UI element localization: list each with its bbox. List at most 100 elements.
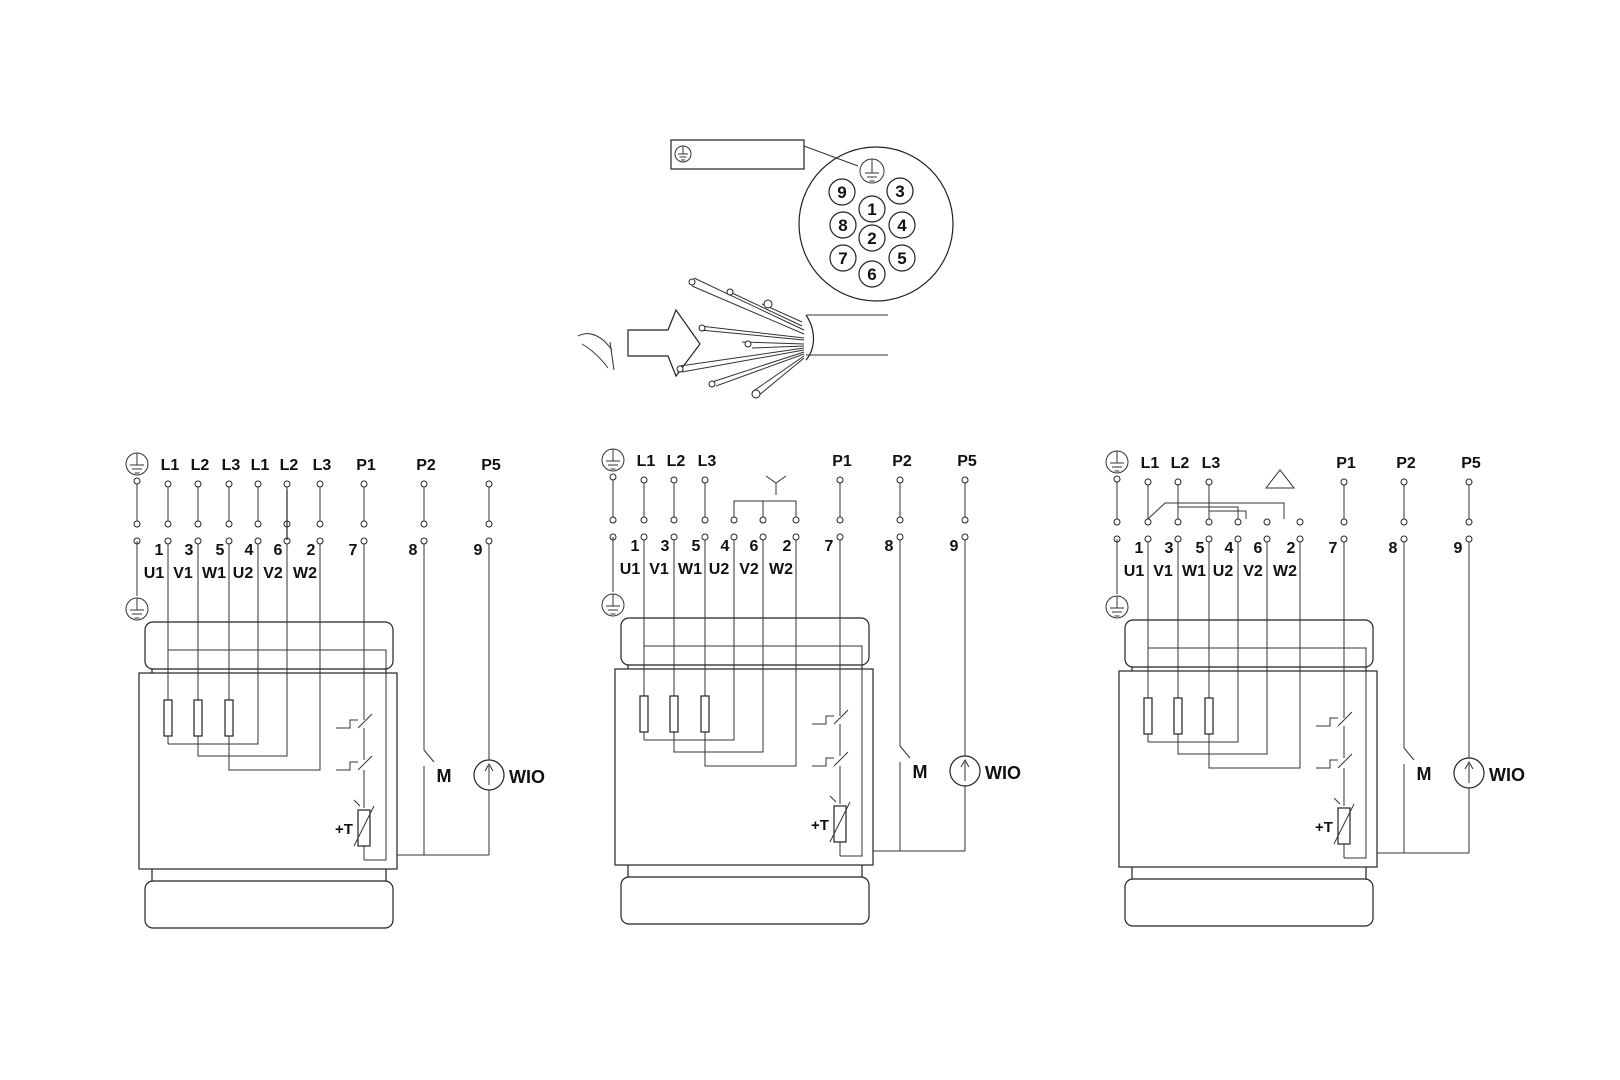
supply-label: L3: [313, 457, 332, 474]
terminal: [1263, 518, 1271, 526]
pin-number: 4: [1225, 540, 1234, 557]
terminal: [701, 476, 709, 484]
terminal: [1296, 535, 1304, 543]
connector-pin-number: 7: [838, 249, 847, 268]
terminal: [194, 537, 202, 545]
terminal: [1205, 535, 1213, 543]
ground-tag-box: [670, 139, 805, 170]
winding-label: W1: [1182, 563, 1206, 580]
connector-pin-number: 9: [837, 183, 846, 202]
terminal: [420, 480, 428, 488]
terminal: [133, 520, 141, 528]
terminal: [1263, 535, 1271, 543]
terminal: [316, 520, 324, 528]
supply-label: L3: [222, 457, 241, 474]
wio-sensor-icon: [473, 759, 505, 791]
connector-pin: 4: [888, 211, 916, 239]
thermal-switch: [812, 709, 849, 804]
winding-label: V1: [1153, 563, 1173, 580]
star-connection-symbol: [765, 475, 787, 495]
connector-pin: 2: [858, 224, 886, 252]
moisture-switch: [1403, 747, 1415, 853]
winding-label: W1: [202, 565, 226, 582]
winding-label: V1: [173, 565, 193, 582]
supply-label: L2: [191, 457, 210, 474]
pin-number: 9: [1454, 540, 1463, 557]
pin-number: 1: [155, 542, 164, 559]
supply-label: P2: [892, 453, 912, 470]
winding-label: U1: [144, 565, 165, 582]
winding-label: U2: [709, 561, 730, 578]
pin-number: 3: [185, 542, 194, 559]
terminal: [836, 516, 844, 524]
terminal: [961, 516, 969, 524]
winding-coil: [224, 699, 234, 737]
pin-number: 9: [474, 542, 483, 559]
terminal: [194, 520, 202, 528]
terminal: [792, 533, 800, 541]
sensor-label: WIO: [1489, 765, 1525, 785]
motor-label: M: [437, 766, 452, 786]
terminal: [1144, 518, 1152, 526]
terminal: [254, 537, 262, 545]
moisture-switch: [423, 749, 435, 855]
connector-pin-number: 4: [897, 216, 907, 235]
terminal: [670, 516, 678, 524]
terminal: [164, 480, 172, 488]
thermal-switch: [1316, 711, 1353, 806]
motor-housing: [614, 617, 874, 925]
pin-number: 7: [825, 538, 834, 555]
terminal: [1234, 535, 1242, 543]
connector-pin: 9: [828, 178, 856, 206]
connector-pin: 6: [858, 260, 886, 288]
winding-label: U1: [620, 561, 641, 578]
supply-label: P5: [1461, 455, 1481, 472]
winding-coil: [1143, 697, 1153, 735]
pin-number: 7: [1329, 540, 1338, 557]
terminal: [1340, 518, 1348, 526]
terminal: [1113, 518, 1121, 526]
terminal: [225, 520, 233, 528]
pin-number: 9: [950, 538, 959, 555]
terminal: [961, 476, 969, 484]
terminal: [420, 520, 428, 528]
ground-top-icon: [1105, 450, 1129, 474]
winding-label: U1: [1124, 563, 1145, 580]
connector-face: [798, 146, 954, 302]
winding-coil: [639, 695, 649, 733]
thermistor-label: +T: [811, 817, 829, 834]
supply-label: P1: [356, 457, 376, 474]
pin-number: 4: [245, 542, 254, 559]
supply-label: P1: [832, 453, 852, 470]
pin-number: 5: [1196, 540, 1205, 557]
terminal: [701, 533, 709, 541]
ground-tag-icon: [674, 145, 692, 163]
winding-label: V2: [1243, 563, 1263, 580]
terminal: [316, 537, 324, 545]
winding-label: W2: [1273, 563, 1297, 580]
terminal: [836, 533, 844, 541]
pin-number: 5: [216, 542, 225, 559]
terminal: [1465, 518, 1473, 526]
winding-coil: [1173, 697, 1183, 735]
pin-number: 6: [274, 542, 283, 559]
supply-label: P1: [1336, 455, 1356, 472]
wio-sensor-icon: [1453, 757, 1485, 789]
connector-pin: 7: [829, 244, 857, 272]
pin-number: 2: [307, 542, 316, 559]
ground-bottom-icon: [1105, 595, 1129, 619]
terminal: [1174, 518, 1182, 526]
winding-label: W1: [678, 561, 702, 578]
winding-coil: [193, 699, 203, 737]
terminal: [420, 537, 428, 545]
cable-drawing: [577, 277, 888, 399]
pin-number: 5: [692, 538, 701, 555]
ground-top-icon: [601, 448, 625, 472]
terminal: [164, 537, 172, 545]
supply-label: P5: [957, 453, 977, 470]
sensor-label: WIO: [985, 763, 1021, 783]
terminal: [360, 537, 368, 545]
pin-number: 8: [409, 542, 418, 559]
terminal: [225, 537, 233, 545]
